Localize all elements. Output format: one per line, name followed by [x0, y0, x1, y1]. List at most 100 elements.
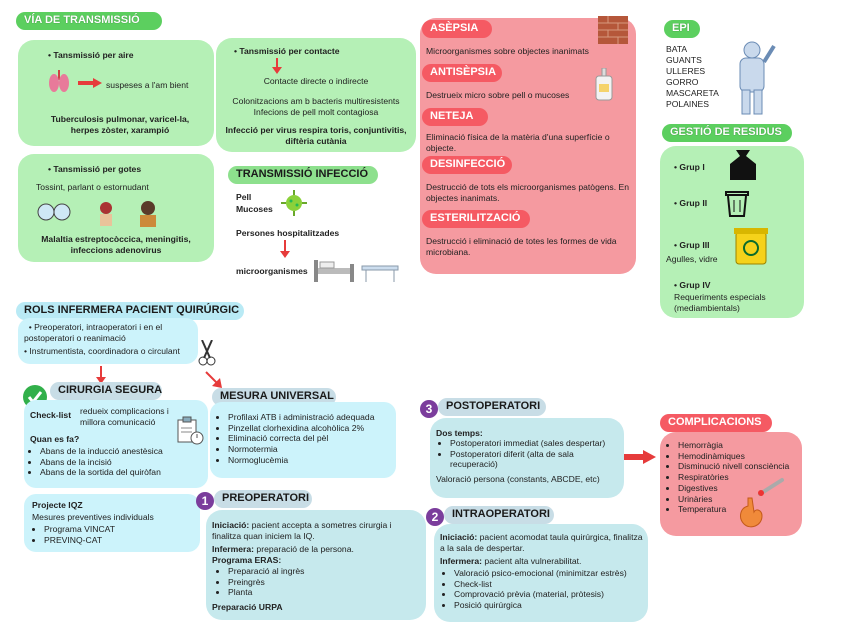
intra-item: Valoració psico-emocional (minimitzar es…	[454, 568, 648, 579]
rols-title: ROLS INFERMERA PACIENT QUIRÚRGIC	[16, 302, 244, 320]
intra-title: INTRAOPERATORI	[444, 506, 554, 524]
post-list: Postoperatori immediat (sales despertar)…	[436, 438, 622, 470]
neteja-title: NETEJA	[422, 108, 488, 126]
pre-urpa: Preparació URPA	[212, 602, 283, 612]
intra-ini: Iniciació: pacient acomodat taula quirúr…	[440, 532, 643, 553]
rols-item-1: • Preoperatori, intraoperatori i en el p…	[24, 322, 163, 343]
post-box: Dos temps: Postoperatori immediat (sales…	[430, 418, 624, 498]
cs-title: CIRURGIA SEGURA	[50, 382, 162, 400]
lungs-icon	[49, 70, 69, 92]
pre-inf: Infermera: preparació de la persona.	[212, 544, 354, 554]
gotes-t2: Malaltia estreptocòccica, meningitis, in…	[41, 234, 191, 255]
pre-box: Iniciació: pacient accepta a sometres ci…	[206, 510, 426, 620]
comp-item: Temperatura	[678, 504, 806, 515]
iqz-title: Projecte IQZ	[32, 500, 83, 510]
contacte-box: • Tansmissió per contacte Contacte direc…	[216, 38, 416, 152]
ti-pell: Pell	[236, 192, 252, 202]
arrow-down-icon	[96, 366, 106, 384]
post-item: Postoperatori diferit (alta de sala recu…	[450, 449, 622, 470]
recycling-bin-icon	[734, 228, 768, 265]
grup-3: • Grup III	[674, 240, 710, 250]
cs-item: Abans de la inducció anestèsica	[40, 446, 190, 457]
esterilitzacio-text: Destrucció i eliminació de totes les for…	[426, 236, 617, 257]
mu-item: Profilaxi ATB i administració adequada	[228, 412, 396, 423]
rols-box: • Preoperatori, intraoperatori i en el p…	[18, 318, 198, 364]
trash-bin-icon	[725, 191, 749, 217]
protective-suit-icon	[739, 41, 776, 115]
comp-item: Urinàries	[678, 494, 806, 505]
mu-box: Profilaxi ATB i administració adequada P…	[210, 402, 396, 478]
gotes-label: • Tansmissió per gotes	[48, 164, 142, 174]
comp-item: Digestives	[678, 483, 806, 494]
iqz-text: Mesures preventives individuals	[32, 512, 154, 522]
contacte-t3: Infecions de pell molt contagiosa	[253, 107, 379, 117]
gotes-t1: Tossint, parlant o estornudant	[36, 182, 149, 192]
post-val: Valoració persona (constants, ABCDE, etc…	[436, 474, 600, 484]
cs-quan: Quan es fa?	[30, 434, 80, 444]
residus-title: GESTIÓ DE RESIDUS	[662, 124, 792, 142]
iqz-box: Projecte IQZ Mesures preventives individ…	[24, 494, 200, 552]
epi-item: GORRO	[666, 77, 699, 87]
arrow-right-icon	[624, 450, 656, 464]
comp-list: Hemorràgia Hemodinàmiques Disminució niv…	[666, 440, 806, 515]
thermometer-icon	[758, 478, 784, 496]
mu-item: Eliminació correcta del pèl	[228, 433, 396, 444]
pre-item: Preingrès	[228, 577, 304, 588]
intra-inf: Infermera: pacient alta vulnerabilitat.	[440, 556, 582, 566]
antisepsia-text: Destrueix micro sobre pell o mucoses	[426, 90, 570, 100]
aire-diseases: Tuberculosis pulmonar, varicel-la, herpe…	[50, 114, 190, 135]
via-title: VÍA DE TRANSMISSIÓ	[16, 12, 162, 30]
intra-list: Valoració psico-emocional (minimitzar es…	[440, 568, 648, 611]
comp-item: Hemorràgia	[678, 440, 806, 451]
contacte-label: • Tansmissió per contacte	[234, 46, 340, 56]
aire-arrow-text: suspeses a l'am bient	[106, 80, 189, 90]
mu-item: Pinzellat clorhexidina alcohòlica 2%	[228, 423, 396, 434]
pre-list: Preparació al ingrès Preingrès Planta	[216, 566, 304, 598]
mu-item: Normotermia	[228, 444, 396, 455]
neteja-text: Eliminació física de la matèria d'una su…	[426, 132, 610, 153]
gotes-box: • Tansmissió per gotes Tossint, parlant …	[18, 154, 214, 262]
desinfeccio-title: DESINFECCIÓ	[422, 156, 512, 174]
cs-item: Abans de la incisió	[40, 457, 190, 468]
aire-label: • Tansmissió per aire	[48, 50, 134, 60]
sneezing-people-icon	[37, 201, 156, 227]
post-title: POSTOPERATORI	[438, 398, 546, 416]
cs-checklist: Check-list	[30, 410, 72, 420]
epi-item: ULLERES	[666, 66, 706, 76]
desinfeccio-text: Destrucció de tots els microorganismes p…	[426, 182, 630, 203]
asepsia-title: ASÈPSIA	[422, 20, 492, 38]
esterilitzacio-title: ESTERILITZACIÓ	[422, 210, 530, 228]
arrow-down-icon	[272, 58, 282, 74]
ti-micro: microorganismes	[236, 266, 308, 276]
comp-item: Hemodinàmiques	[678, 451, 806, 462]
epi-item: MASCARETA	[666, 88, 719, 98]
grup-1: • Grup I	[674, 162, 705, 172]
contacte-t1: Contacte directe o indirecte	[263, 76, 369, 86]
step-number: 2	[426, 508, 444, 526]
intra-item: Check-list	[454, 579, 648, 590]
epi-item: BATA	[666, 44, 688, 54]
hospital-bed-icon	[314, 260, 399, 282]
step-number: 3	[420, 400, 438, 418]
pre-prog: Programa ERAS:	[212, 555, 282, 565]
ti-mucoses: Mucoses	[236, 204, 273, 214]
epi-item: GUANTS	[666, 55, 702, 65]
comp-title: COMPLICACIONS	[660, 414, 772, 432]
mu-list: Profilaxi ATB i administració adequada P…	[216, 412, 396, 466]
step-number: 1	[196, 492, 214, 510]
arrow-diagonal-icon	[205, 371, 222, 388]
brick-wall-icon	[598, 16, 628, 44]
pre-title: PREOPERATORI	[214, 490, 312, 508]
iqz-item: PREVINQ-CAT	[44, 535, 115, 546]
cs-list: Abans de la inducció anestèsica Abans de…	[30, 446, 190, 478]
pre-item: Planta	[228, 587, 304, 598]
stomach-icon	[740, 497, 763, 528]
grup-4-text: Requeriments especials (mediambientals)	[674, 292, 766, 313]
intra-item: Comprovació prèvia (material, pròtesis)	[454, 589, 648, 600]
iqz-item: Programa VINCAT	[44, 524, 115, 535]
intra-item: Posició quirúrgica	[454, 600, 648, 611]
sanitizer-bottle-icon	[595, 68, 613, 101]
cs-checklist-text: redueix complicacions i millora comunica…	[80, 406, 169, 427]
intra-box: Iniciació: pacient acomodat taula quirúr…	[434, 524, 648, 622]
epi-list: BATA GUANTS ULLERES GORRO MASCARETA POLA…	[666, 44, 719, 110]
